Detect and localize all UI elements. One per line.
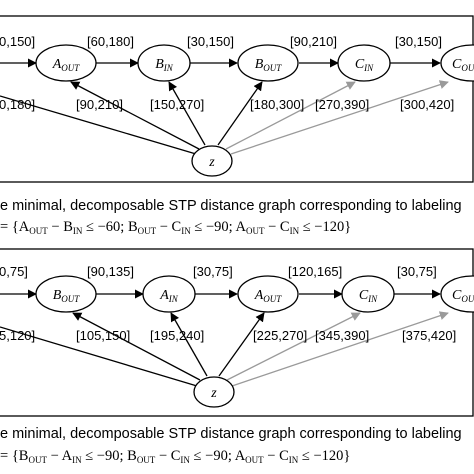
panel-1-bottom-label-5: [270,390]	[315, 97, 369, 112]
panel-2-frame	[0, 248, 474, 417]
edge-z-5b	[231, 311, 449, 387]
svg-text:COUT: COUT	[452, 288, 474, 304]
panel-1: AOUT BIN BOUT CIN COUT z 0,150] [60,180]…	[0, 15, 474, 236]
panel-2: BOUT AIN AOUT CIN COUT z 0,75] [90,135] …	[0, 248, 474, 465]
panel-2-bottom-label-2: [105,150]	[76, 328, 130, 343]
panel-2-top-label-1: 0,75]	[0, 264, 28, 279]
panel-2-caption: e minimal, decomposable STP distance gra…	[0, 426, 462, 442]
panel-2-top-label-4: [120,165]	[288, 264, 342, 279]
edge-z-4b	[226, 312, 361, 381]
panel-2-bottom-label-3: [195,240]	[150, 328, 204, 343]
svg-text:CIN: CIN	[355, 57, 374, 73]
panel-1-top-label-3: [30,150]	[187, 34, 234, 49]
panel-2-node-z: z	[193, 376, 235, 408]
edge-z-3	[217, 81, 263, 146]
svg-text:z: z	[208, 155, 215, 170]
panel-2-bottom-label-5: [345,390]	[315, 328, 369, 343]
svg-text:AOUT: AOUT	[52, 57, 81, 73]
panel-2-node-1: BOUT	[35, 275, 97, 313]
edge-z-2	[168, 81, 206, 146]
panel-1-node-2: BIN	[137, 44, 191, 82]
panel-1-top-label-2: [60,180]	[87, 34, 134, 49]
panel-1-node-3: BOUT	[237, 44, 299, 82]
svg-text:AOUT: AOUT	[254, 288, 283, 304]
svg-text:BOUT: BOUT	[255, 57, 283, 73]
panel-1-caption: e minimal, decomposable STP distance gra…	[0, 198, 462, 214]
panel-2-bottom-label-4: [225,270]	[253, 328, 307, 343]
panel-1-top-label-5: [30,150]	[395, 34, 442, 49]
edge-z-1	[70, 81, 200, 150]
edge-z-3b	[218, 312, 265, 377]
panel-1-top-label-1: 0,150]	[0, 34, 35, 49]
panel-2-constraint-set: = {BOUT − AIN ≤ −90; BOUT − CIN ≤ −90; A…	[0, 448, 350, 465]
edge-z-out-left-b	[0, 326, 198, 387]
panel-1-bottom-label-6: [300,420]	[400, 97, 454, 112]
panel-2-node-5: COUT	[440, 275, 474, 313]
edge-z-1b	[72, 312, 201, 381]
svg-text:BOUT: BOUT	[53, 288, 81, 304]
edge-z-5	[230, 80, 449, 155]
panel-2-top-label-2: [90,135]	[87, 264, 134, 279]
panel-1-node-5: COUT	[440, 44, 474, 82]
panel-1-bottom-label-2: [90,210]	[76, 97, 123, 112]
panel-2-top-label-3: [30,75]	[193, 264, 233, 279]
panel-2-bottom-label-6: [375,420]	[402, 328, 456, 343]
svg-text:z: z	[210, 386, 217, 401]
panel-1-constraint-set: = {AOUT − BIN ≤ −60; BOUT − CIN ≤ −90; A…	[0, 219, 351, 236]
svg-text:COUT: COUT	[452, 57, 474, 73]
panel-2-top-label-5: [30,75]	[397, 264, 437, 279]
panel-2-node-3: AOUT	[237, 275, 299, 313]
panel-1-frame	[0, 15, 474, 183]
panel-1-bottom-label-3: [150,270]	[150, 97, 204, 112]
edge-z-2b	[170, 312, 208, 377]
panel-2-node-2: AIN	[142, 275, 196, 313]
svg-text:CIN: CIN	[359, 288, 378, 304]
panel-2-bottom-label-1: 5,120]	[0, 328, 35, 343]
panel-1-node-1: AOUT	[35, 44, 97, 82]
panel-1-bottom-label-1: 0,180]	[0, 97, 35, 112]
panel-1-top-label-4: [90,210]	[290, 34, 337, 49]
svg-text:AIN: AIN	[159, 288, 179, 304]
edge-z-out-left	[0, 95, 197, 155]
panel-1-node-4: CIN	[337, 44, 391, 82]
edge-z-4	[225, 81, 356, 150]
svg-text:BIN: BIN	[155, 57, 174, 73]
panel-1-node-z: z	[191, 145, 233, 177]
panel-2-node-4: CIN	[341, 275, 395, 313]
panel-1-bottom-label-4: [180,300]	[250, 97, 304, 112]
